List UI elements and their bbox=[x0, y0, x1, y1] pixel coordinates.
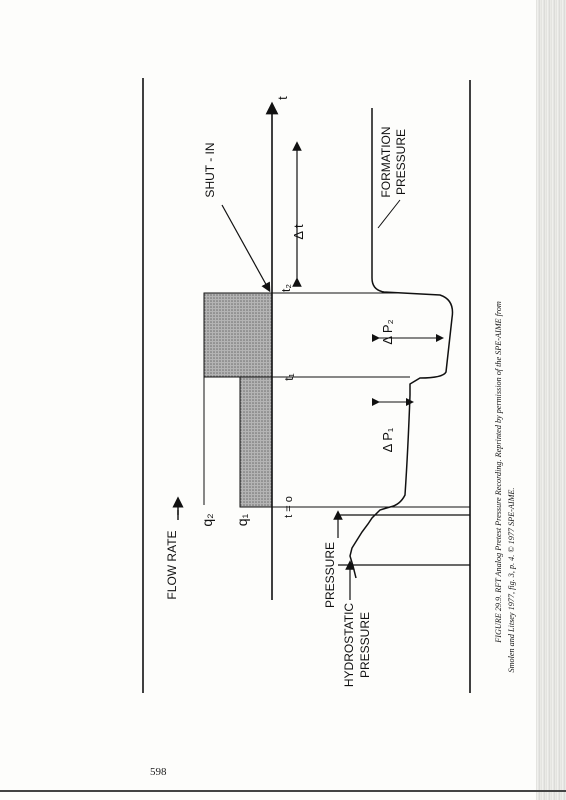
shut-in-label: SHUT - IN bbox=[203, 142, 217, 197]
delta-p1-label: Δ P₁ bbox=[380, 427, 395, 452]
formation-label-2: PRESSURE bbox=[394, 129, 408, 195]
flow-block-q1 bbox=[239, 376, 273, 508]
hydrostatic-label-2: PRESSURE bbox=[358, 612, 372, 678]
page-number: 598 bbox=[150, 766, 167, 778]
figure-caption-line1: FIGURE 29.9. RFT Analog Pretest Pressure… bbox=[494, 301, 503, 644]
time-axis-label: t bbox=[275, 96, 290, 100]
pressure-trace bbox=[349, 108, 454, 579]
flow-rate-label: FLOW RATE bbox=[165, 530, 179, 599]
formation-pointer bbox=[377, 199, 401, 229]
formation-label-1: FORMATION bbox=[379, 126, 393, 197]
scan-edge-noise bbox=[536, 0, 566, 800]
figure-caption-line2: Smolen and Litsey 1977, fig. 3, p. 4. © … bbox=[507, 488, 516, 673]
q1-label: q₁ bbox=[234, 513, 250, 526]
pressure-label: PRESSURE bbox=[323, 542, 337, 608]
flow-block-q2 bbox=[203, 292, 273, 378]
delta-p2-label: Δ P₂ bbox=[380, 319, 395, 344]
q2-label: q₂ bbox=[199, 513, 215, 526]
hydrostatic-label-1: HYDROSTATIC bbox=[342, 603, 356, 688]
bottom-rule bbox=[0, 790, 566, 792]
t2-label: t₂ bbox=[279, 284, 293, 292]
delta-t-label: Δ t bbox=[291, 224, 306, 240]
shut-in-arrow bbox=[221, 204, 271, 293]
